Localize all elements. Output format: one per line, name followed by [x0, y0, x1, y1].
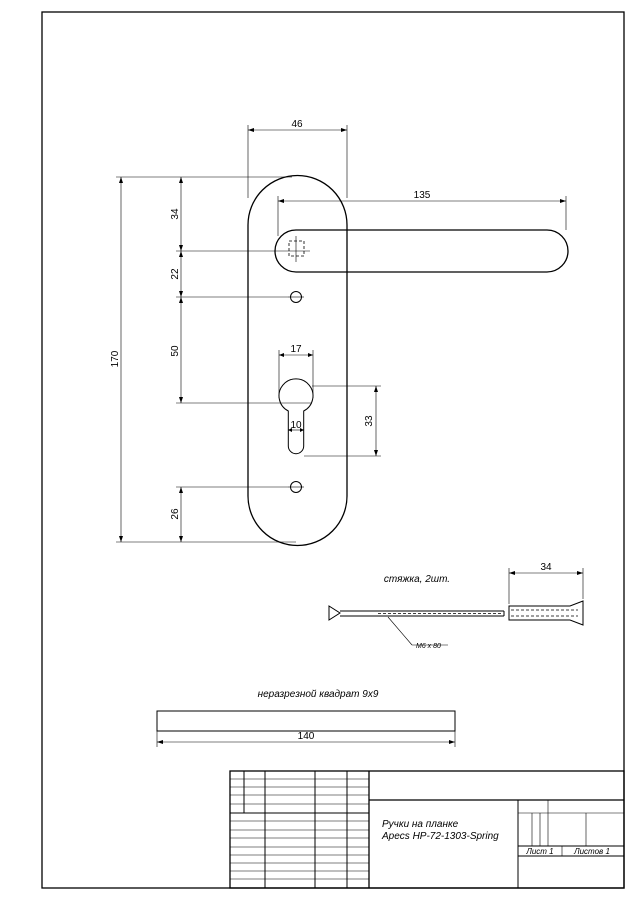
dimension-170: 170 [110, 177, 123, 542]
dimension-33: 33 [304, 385, 381, 457]
cylinder-hole [278, 378, 314, 455]
square-bar [156, 710, 456, 732]
dim-46-label: 46 [291, 119, 303, 130]
spindle-square [288, 240, 305, 257]
dim-140-label: 140 [298, 731, 315, 742]
dimension-22: 22 [170, 251, 183, 297]
dimension-140: 140 [156, 731, 456, 747]
sheet-count: Листов 1 [573, 847, 610, 856]
lever [274, 229, 569, 273]
dim-34-label: 34 [170, 208, 181, 220]
bolt-screw [328, 605, 505, 621]
bolt-spec: M6 x 80 [416, 643, 441, 650]
dim-50-label: 50 [170, 345, 181, 357]
bolt-leader [387, 616, 448, 646]
dim-170-label: 170 [110, 350, 121, 367]
title-line-1: Ручки на планке [382, 819, 459, 830]
dim-33-label: 33 [364, 415, 375, 427]
dimension-46: 46 [247, 119, 348, 198]
title-block [229, 770, 625, 889]
dimension-50: 50 [170, 297, 183, 403]
dimension-34-nut: 34 [508, 562, 584, 604]
dim-10-label: 10 [290, 420, 302, 431]
dim-26-label: 26 [170, 508, 181, 520]
bolt-caption: стяжка, 2шт. [384, 574, 450, 585]
dim-17-label: 17 [290, 344, 302, 355]
title-line-2: Apecs HP-72-1303-Spring [381, 831, 499, 842]
dimension-10: 10 [288, 420, 304, 432]
dimension-26: 26 [170, 487, 183, 542]
dim-22-label: 22 [170, 268, 181, 280]
sheet-number: Лист 1 [525, 847, 553, 856]
backplate [247, 174, 348, 547]
dimension-17: 17 [278, 344, 314, 398]
dimension-135: 135 [277, 190, 567, 236]
dim-135-label: 135 [414, 190, 431, 201]
dim-34-nut-label: 34 [540, 562, 552, 573]
sheet-frame [41, 11, 625, 889]
square-caption: неразрезной квадрат 9х9 [258, 689, 379, 700]
bolt-nut [508, 600, 584, 626]
dimension-34-top: 34 [170, 177, 183, 251]
